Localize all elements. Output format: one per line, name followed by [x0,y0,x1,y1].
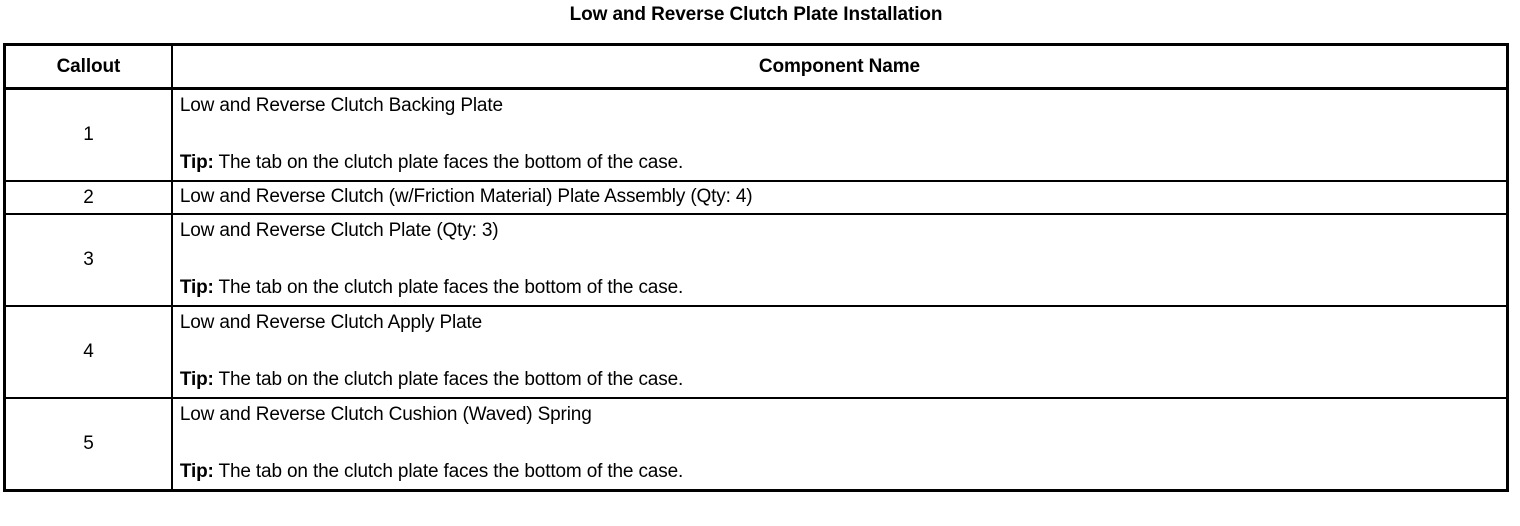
page-title: Low and Reverse Clutch Plate Installatio… [569,4,943,25]
tip-text: The tab on the clutch plate faces the bo… [213,461,684,482]
cell-component-name: Low and Reverse Clutch Backing Plate Tip… [172,89,1508,182]
component-name-text: Low and Reverse Clutch Plate (Qty: 3) [179,220,499,241]
table-row: 4 Low and Reverse Clutch Apply Plate Tip… [4,305,1508,398]
column-header-component-name: Component Name [171,44,1508,90]
tip-line: Tip: The tab on the clutch plate faces t… [180,334,1500,397]
cell-component-name: Low and Reverse Clutch Cushion (Waved) S… [171,397,1508,491]
component-name-text: Low and Reverse Clutch Apply Plate [179,312,483,333]
cell-content: Low and Reverse Clutch Plate (Qty: 3) Ti… [180,215,1500,305]
cell-content: Low and Reverse Clutch Apply Plate Tip: … [180,307,1500,397]
table-body: 1 Low and Reverse Clutch Backing Plate T… [4,88,1508,491]
table-row: 2 Low and Reverse Clutch (w/Friction Mat… [4,180,1508,214]
tip-text: The tab on the clutch plate faces the bo… [213,277,684,298]
tip-line: Tip: The tab on the clutch plate faces t… [180,426,1500,489]
tip-label: Tip: [179,152,214,173]
cell-component-name: Low and Reverse Clutch Apply Plate Tip: … [171,305,1508,398]
cell-callout: 3 [4,213,173,306]
table-row: 3 Low and Reverse Clutch Plate (Qty: 3) … [4,213,1508,306]
table-row: 5 Low and Reverse Clutch Cushion (Waved)… [4,397,1508,491]
table-header-row: Callout Component Name [4,44,1508,90]
cell-component-name: Low and Reverse Clutch (w/Friction Mater… [171,180,1508,214]
component-name-text: Low and Reverse Clutch Cushion (Waved) S… [179,404,592,425]
tip-label: Tip: [179,277,214,298]
tip-text: The tab on the clutch plate faces the bo… [213,369,684,390]
cell-component-name: Low and Reverse Clutch Plate (Qty: 3) Ti… [171,213,1508,306]
cell-content: Low and Reverse Clutch Backing Plate Tip… [180,90,1500,180]
tip-line: Tip: The tab on the clutch plate faces t… [180,117,1500,180]
tip-label: Tip: [179,461,214,482]
tip-text: The tab on the clutch plate faces the bo… [213,152,684,173]
cell-content: Low and Reverse Clutch Cushion (Waved) S… [180,399,1500,489]
column-header-callout: Callout [4,44,173,90]
cell-callout: 2 [4,180,173,214]
component-name-text: Low and Reverse Clutch (w/Friction Mater… [179,186,753,207]
table-row: 1 Low and Reverse Clutch Backing Plate T… [4,88,1508,182]
component-name-text: Low and Reverse Clutch Backing Plate [179,95,503,116]
parts-table: Callout Component Name 1 Low and Reverse… [3,43,1509,492]
cell-callout: 5 [4,397,173,491]
tip-line: Tip: The tab on the clutch plate faces t… [180,242,1500,305]
cell-callout: 4 [4,305,173,398]
tip-label: Tip: [179,369,214,390]
parts-table-container: Callout Component Name 1 Low and Reverse… [3,43,1509,492]
table-header: Callout Component Name [4,44,1508,90]
cell-callout: 1 [4,88,173,181]
cell-content: Low and Reverse Clutch (w/Friction Mater… [180,182,1500,213]
